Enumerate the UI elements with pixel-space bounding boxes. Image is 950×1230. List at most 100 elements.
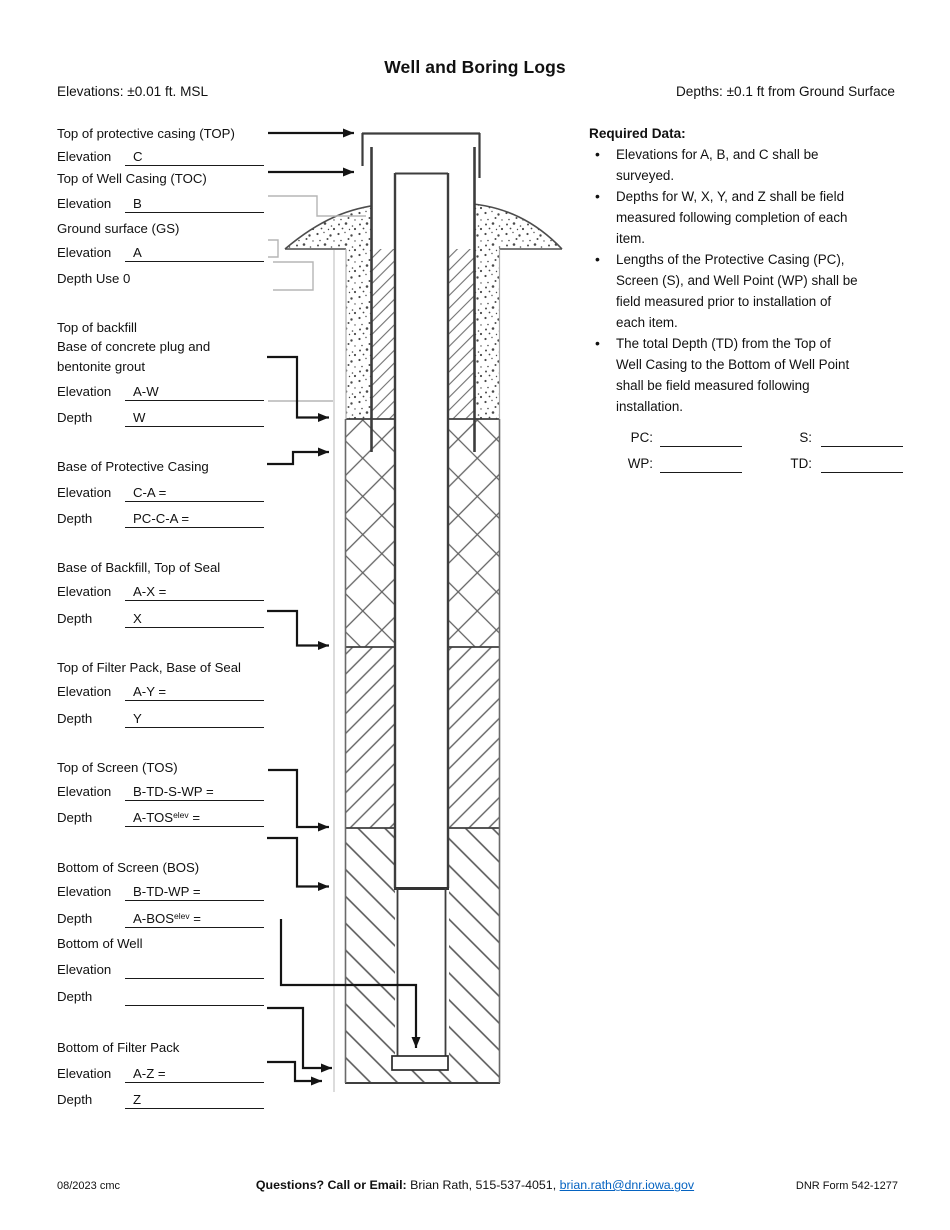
field-value: B <box>133 196 142 211</box>
field-value: C <box>133 149 143 164</box>
field-underline: C <box>125 149 264 166</box>
leader-lines <box>268 195 366 402</box>
arrow-base-protective-casing <box>267 447 329 466</box>
field-label: Elevation <box>57 684 112 699</box>
field-underline <box>125 989 264 1006</box>
field-value: B-TD-S-WP = <box>133 784 214 799</box>
label-bottom-of-filter-pack: Bottom of Filter Pack <box>57 1040 180 1055</box>
form-number: DNR Form 542-1277 <box>795 1180 898 1192</box>
field-value: A-X = <box>133 584 167 599</box>
field-underline: A-Z = <box>125 1066 264 1083</box>
field-label: Elevation <box>57 884 112 899</box>
field-underline: A-W <box>125 384 264 401</box>
field-label: Elevation <box>57 584 112 599</box>
label-top-filter-pack-base-seal: Top of Filter Pack, Base of Seal <box>57 660 241 675</box>
arrow-bottom-filter-pack-1 <box>267 1006 332 1073</box>
field-label: Elevation <box>57 1066 112 1081</box>
field-underline: A-Y = <box>125 684 264 701</box>
callout-arrows <box>267 128 421 1086</box>
label-top-protective-casing: Top of protective casing (TOP) <box>57 126 235 141</box>
field-label: Elevation <box>57 784 112 799</box>
field-value: PC-C-A = <box>133 511 190 526</box>
required-data-item: Elevations for A, B, and C shall be surv… <box>589 144 901 186</box>
field-label: Elevation <box>57 384 112 399</box>
layer-boundaries <box>345 418 500 1084</box>
s-length-underline <box>821 430 903 447</box>
label-top-of-screen: Top of Screen (TOS) <box>57 760 178 775</box>
pc-length-label: PC: <box>630 430 653 445</box>
field-label: Depth <box>57 989 93 1004</box>
field-value: A-Z = <box>133 1066 166 1081</box>
field-value: Z <box>133 1092 142 1107</box>
arrow-base-backfill <box>267 609 329 650</box>
arrow-bottom-of-screen <box>267 836 329 891</box>
field-label: Elevation <box>57 485 112 500</box>
required-data-section: Required Data: Elevations for A, B, and … <box>589 126 901 417</box>
s-length-label: S: <box>799 430 812 445</box>
label-bottom-of-screen: Bottom of Screen (BOS) <box>57 860 200 875</box>
contact-prompt: Questions? Call or Email: <box>255 1178 407 1192</box>
field-underline: X <box>125 611 264 628</box>
label-base-concrete-plug-1: Base of concrete plug and <box>57 339 211 354</box>
field-label: Depth <box>57 711 93 726</box>
contact-line: Questions? Call or Email: Brian Rath, 51… <box>0 1178 950 1192</box>
field-underline: PC-C-A = <box>125 511 264 528</box>
field-value: A-TOSelev = <box>133 810 201 825</box>
well-casing <box>393 172 450 1056</box>
field-label: Elevation <box>57 245 112 260</box>
field-label: Depth <box>57 511 93 526</box>
label-bottom-of-well: Bottom of Well <box>57 936 143 951</box>
field-underline: A-TOSelev = <box>125 810 264 827</box>
arrow-bottom-filter-pack-2 <box>267 1060 322 1086</box>
pc-length-underline <box>660 430 742 447</box>
field-label: Depth <box>57 810 93 825</box>
field-underline: Y <box>125 711 264 728</box>
label-base-protective-casing: Base of Protective Casing <box>57 459 209 474</box>
well-point <box>391 1055 449 1071</box>
field-underline: B-TD-WP = <box>125 884 264 901</box>
required-data-item: The total Depth (TD) from the Top of Wel… <box>589 333 901 417</box>
required-data-item: Lengths of the Protective Casing (PC), S… <box>589 249 901 333</box>
annular-grout-hatch <box>372 249 475 419</box>
field-value: W <box>133 410 146 425</box>
bentonite-seal-hatch <box>346 647 500 828</box>
protective-casing <box>361 132 481 452</box>
arrow-top-backfill <box>267 355 329 422</box>
email-link[interactable]: brian.rath@dnr.iowa.gov <box>559 1178 695 1192</box>
field-underline <box>125 962 264 979</box>
label-ground-surface: Ground surface (GS) <box>57 221 180 236</box>
casing-interior-mask <box>372 146 474 249</box>
revision-date: 08/2023 cmc <box>57 1180 120 1192</box>
field-underline: W <box>125 410 264 427</box>
label-top-backfill: Top of backfill <box>57 320 137 335</box>
field-value: A <box>133 245 142 260</box>
wp-length-label: WP: <box>627 456 653 471</box>
field-value: B-TD-WP = <box>133 884 201 899</box>
field-label: Elevation <box>57 149 112 164</box>
depth-precision-note: Depths: ±0.1 ft from Ground Surface <box>675 84 895 99</box>
field-underline: A-X = <box>125 584 264 601</box>
borehole-walls <box>344 249 501 1083</box>
field-underline: Z <box>125 1092 264 1109</box>
label-top-well-casing: Top of Well Casing (TOC) <box>57 171 207 186</box>
field-value: A-W <box>133 384 159 399</box>
arrow-bottom-of-well <box>279 919 421 1048</box>
wp-length-underline <box>660 456 742 473</box>
required-data-item: Depths for W, X, Y, and Z shall be field… <box>589 186 901 249</box>
field-underline: A-BOSelev = <box>125 911 264 928</box>
field-label: Depth <box>57 611 93 626</box>
label-base-backfill-top-seal: Base of Backfill, Top of Seal <box>57 560 221 575</box>
field-value: Y <box>133 711 142 726</box>
td-length-label: TD: <box>790 456 812 471</box>
required-data-heading: Required Data: <box>589 126 686 141</box>
field-value: X <box>133 611 142 626</box>
backfill-crosshatch <box>346 419 500 647</box>
field-label: Depth <box>57 410 93 425</box>
field-value: A-BOSelev = <box>133 911 202 926</box>
field-underline: A <box>125 245 264 262</box>
field-underline: B-TD-S-WP = <box>125 784 264 801</box>
field-label: Elevation <box>57 196 112 211</box>
field-value: A-Y = <box>133 684 167 699</box>
concrete-surface-seal <box>284 202 563 419</box>
